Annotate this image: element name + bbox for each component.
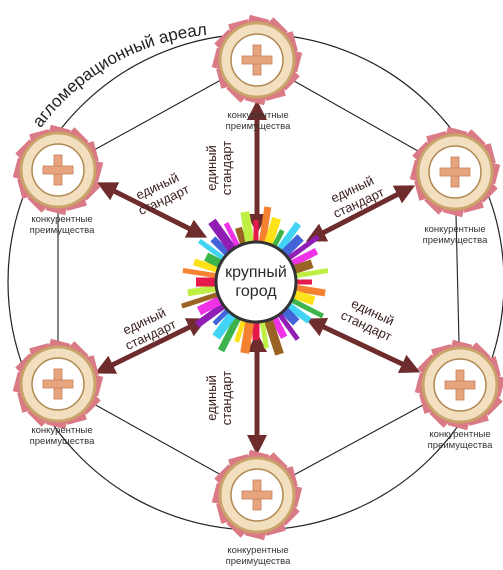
city-ray <box>270 314 288 339</box>
satellite-nodes <box>12 14 503 541</box>
arrow-label-line2: стандарт <box>219 141 234 195</box>
city-ray <box>263 316 284 356</box>
satellite-bottom <box>211 449 303 541</box>
city-label-line2: город <box>235 283 277 300</box>
arrow-label-line1: единый <box>204 375 219 421</box>
city-ray <box>290 289 316 306</box>
city-ray <box>292 284 326 297</box>
satellite-top <box>211 14 303 106</box>
plus-icon-bar <box>241 55 273 65</box>
plus-icon-bar <box>439 167 471 177</box>
big-city-node: крупный город <box>181 206 329 356</box>
city-ray <box>276 311 300 341</box>
standard-arrow-upper-left <box>96 182 208 238</box>
city-ray <box>187 284 220 297</box>
city-ray <box>258 206 272 246</box>
city-ray <box>284 301 312 324</box>
satellite-lower-right <box>414 339 503 431</box>
satellite-caption-line1: конкурентные <box>31 425 92 436</box>
plus-icon-bar <box>241 490 273 500</box>
city-ray <box>223 222 241 250</box>
city-ray <box>194 301 228 328</box>
arrow-label-line2: стандарт <box>219 371 234 425</box>
satellite-caption-line1: конкурентные <box>424 224 485 235</box>
city-ray <box>288 248 319 268</box>
satellite-upper-left <box>12 124 104 216</box>
satellite-captions: конкурентныепреимуществаконкурентныепреи… <box>30 110 493 567</box>
city-ray <box>279 234 304 259</box>
satellite-caption-line1: конкурентные <box>227 110 288 121</box>
satellite-caption-line1: конкурентные <box>429 429 490 440</box>
city-ray <box>293 268 329 279</box>
city-ray <box>240 211 255 246</box>
city-ray <box>234 317 247 343</box>
satellite-caption-line2: преимущества <box>226 556 291 567</box>
plus-icon-bar <box>42 379 74 389</box>
city-ray <box>181 291 221 309</box>
standard-arrow-lower-right <box>305 318 421 373</box>
satellite-caption-line2: преимущества <box>428 440 493 451</box>
city-ray <box>196 295 225 316</box>
city-ray <box>217 314 242 353</box>
satellite-lower-left <box>12 338 104 430</box>
satellite-caption-line2: преимущества <box>226 121 291 132</box>
city-ray <box>263 216 281 248</box>
satellite-caption-line2: преимущества <box>423 235 488 246</box>
satellite-upper-right <box>409 126 501 218</box>
city-circle <box>214 240 298 324</box>
standard-arrow-lower-left <box>94 318 208 374</box>
city-ray <box>208 218 238 254</box>
city-ray <box>193 258 221 274</box>
satellite-caption-line2: преимущества <box>30 436 95 447</box>
city-ray <box>275 221 302 254</box>
city-ray <box>240 318 255 354</box>
satellite-caption-line1: конкурентные <box>227 545 288 556</box>
satellite-caption-line2: преимущества <box>30 225 95 236</box>
city-ray <box>212 310 238 340</box>
city-ray <box>285 234 320 262</box>
city-ray <box>259 319 269 349</box>
city-ray <box>210 236 232 258</box>
plus-icon-bar <box>42 165 74 175</box>
city-ray <box>182 267 219 279</box>
city-ray <box>288 297 324 319</box>
arrow-label-line1: единый <box>204 145 219 191</box>
satellite-caption-line1: конкурентные <box>31 214 92 225</box>
city-ray <box>197 238 227 262</box>
plus-icon-bar <box>444 380 476 390</box>
city-label-line1: крупный <box>225 264 287 281</box>
city-skyline-rays <box>181 206 329 356</box>
standard-arrow-upper-right <box>305 185 416 242</box>
standard-arrows <box>94 100 421 455</box>
